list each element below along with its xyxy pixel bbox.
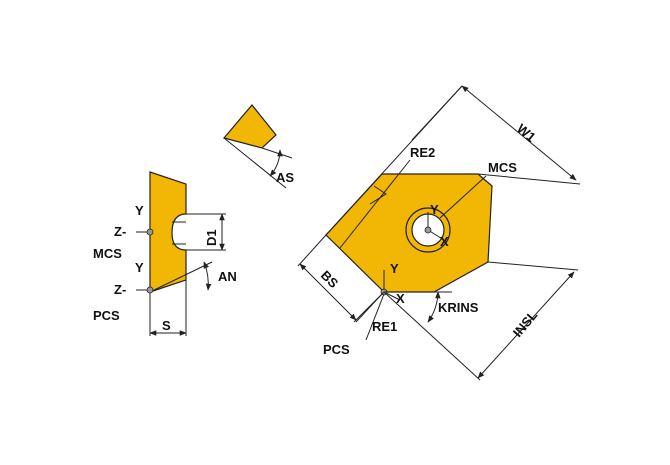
section-view: AS (222, 104, 294, 189)
label-re1: RE1 (372, 319, 397, 334)
label-left-y-top: Y (135, 203, 144, 218)
top-view: W1 RE2 MCS Y X BS Y X KRINS INSL RE1 PCS (297, 85, 581, 381)
label-w1: W1 (514, 121, 539, 145)
label-mcs-x: X (440, 234, 449, 249)
label-pcs-x: X (396, 291, 405, 306)
label-bs: BS (318, 268, 342, 292)
label-krins: KRINS (438, 300, 479, 315)
section-view-insert (222, 104, 277, 149)
label-left-mcs: MCS (93, 246, 122, 261)
label-pcs: PCS (323, 342, 350, 357)
label-insl: INSL (510, 308, 541, 340)
label-left-z-bottom: Z- (114, 282, 126, 297)
label-d1: D1 (204, 229, 219, 246)
label-left-z-top: Z- (114, 224, 126, 239)
label-left-y-bottom: Y (135, 260, 144, 275)
label-left-pcs: PCS (93, 308, 120, 323)
label-s: S (162, 318, 171, 333)
side-view: Y Z- MCS Y Z- PCS D1 AN S (93, 171, 237, 336)
label-pcs-y: Y (390, 261, 399, 276)
label-as: AS (276, 170, 294, 185)
side-view-insert-body (149, 171, 187, 293)
label-mcs: MCS (488, 160, 517, 175)
mcs-point (424, 226, 432, 234)
label-mcs-y: Y (430, 202, 439, 217)
label-an: AN (218, 269, 237, 284)
label-re2: RE2 (410, 145, 435, 160)
side-pcs-point (146, 286, 154, 294)
side-mcs-point (146, 228, 154, 236)
